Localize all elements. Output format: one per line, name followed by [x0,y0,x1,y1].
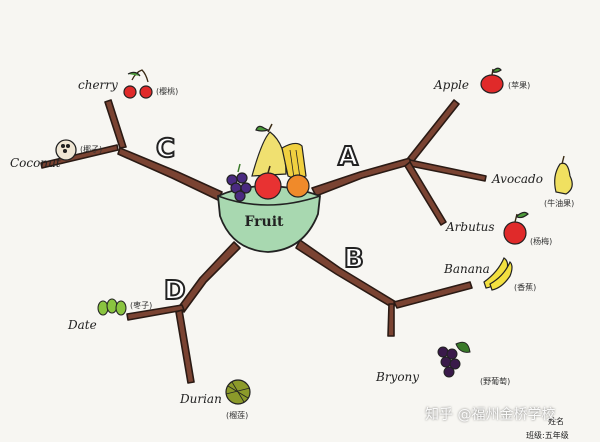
branch-letter-b: B [343,243,365,275]
coconut-note: (椰子) [80,145,103,154]
apple-note: (苹果) [508,81,531,90]
center-label: Fruit [244,214,284,230]
avocado-label: Avocado [492,172,543,186]
branch-letter-c: C [155,133,176,165]
cherry-note: (樱桃) [156,87,179,96]
coconut-icon [55,139,77,161]
bryony-note: (野葡萄) [480,377,511,386]
watermark: 知乎 @福州金桥学校 [425,407,556,423]
arbutus-icon [503,211,529,245]
tree-branches [40,99,487,384]
avocado-note: (牛油果) [544,199,575,208]
banana-note: (香蕉) [514,283,537,292]
bryony-label: Bryony [376,370,420,384]
durian-note: (榴莲) [226,411,249,420]
arbutus-note: (杨梅) [530,237,553,246]
date-icon [97,298,127,316]
banana-label: Banana [444,262,490,276]
coconut-label: Coconut [10,156,61,170]
avocado-icon [554,155,573,195]
branch-letter-d: D [163,275,187,307]
cherry-label: cherry [78,78,118,92]
durian-label: Durian [180,392,222,406]
branch-letter-a: A [337,141,359,173]
signature-class: 班级:五年级 [526,431,569,440]
date-label: Date [68,318,97,332]
bryony-icon [437,341,471,378]
apple-label: Apple [434,78,469,92]
date-note: (枣子) [130,301,153,310]
arbutus-label: Arbutus [446,220,495,234]
cherry-icon [123,69,153,99]
signature-name: 姓名 [548,417,564,426]
banana-icon [483,257,513,291]
bowl-fruits [226,123,310,202]
durian-icon [225,379,251,405]
apple-icon [480,67,504,94]
